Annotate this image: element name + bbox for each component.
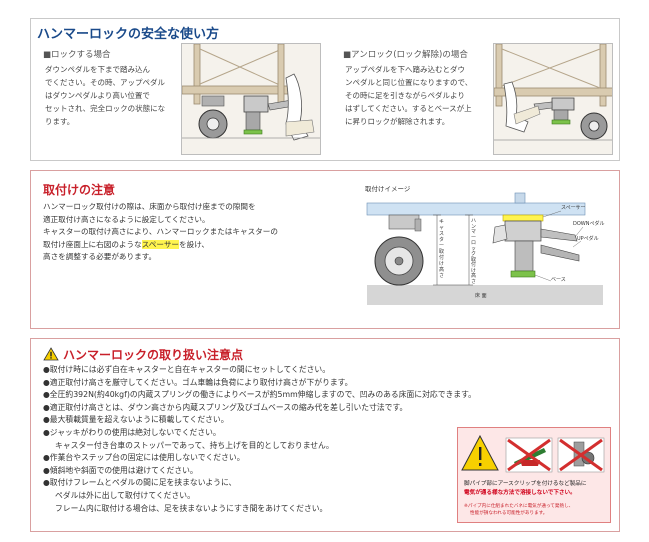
handling-list: ●取付け時には必ず自在キャスターと自在キャスターの間にセットしてください。 ●適… xyxy=(43,364,476,515)
text-line: ダウンペダルを下まで踏み込ん xyxy=(45,65,150,74)
text-segment: 取付け座面上に右図のような xyxy=(43,239,142,249)
list-item: キャスター付き台車のストッパーであって、持ち上げを目的としておりません。 xyxy=(55,440,334,450)
figure-caption: 取付けイメージ xyxy=(365,185,411,193)
list-item: ペダルは外に出して取付けてください。 xyxy=(55,490,195,500)
safe-use-panel: ハンマーロックの安全な使い方 ■ロックする場合 ダウンペダルを下まで踏み込ん で… xyxy=(30,18,620,161)
text-line: 適正取付け高さになるように設定してください。 xyxy=(43,214,210,224)
unlock-heading: ■アンロック(ロック解除)の場合 xyxy=(343,50,468,60)
text-line: でください。その時、アップペダル xyxy=(45,78,165,87)
text-line: はダウンペダルより高い位置で xyxy=(45,91,150,100)
caster-height-label: キャスター取付け高さ xyxy=(439,219,445,279)
list-item: ●作業台やステップ台の固定には使用しないでください。 xyxy=(43,453,245,463)
up-pedal-label: UPペダル xyxy=(577,236,599,242)
install-note-title: 取付けの注意 xyxy=(43,183,116,197)
list-item: ●傾斜地や斜面での使用は避けてください。 xyxy=(43,465,198,475)
text-line: アップペダルを下へ踏み込むとダウ xyxy=(345,65,465,74)
lock-description: ダウンペダルを下まで踏み込ん でください。その時、アップペダル はダウンペダルよ… xyxy=(45,63,165,128)
spacer-label: スペーサー xyxy=(561,205,586,211)
text-line: 高さを調整する必要があります。 xyxy=(43,252,157,262)
unlock-description: アップペダルを下へ踏み込むとダウ ンペダルと同じ位置になりますので、 その時に足… xyxy=(345,63,472,128)
warning-triangle-icon xyxy=(43,347,59,365)
lock-height-label: ハンマーロック取付け高さ xyxy=(471,218,477,285)
base-label: ベース xyxy=(551,277,566,283)
spacer-highlight: スペーサー xyxy=(141,239,180,249)
text-line: に昇りロックが解除されます。 xyxy=(345,117,450,126)
warning-note-2: 性能が損なわれる可能性があります。 xyxy=(470,511,548,516)
list-item: ●取付けフレームとペダルの間に足を挟まないように、 xyxy=(43,478,237,488)
list-item: ●取付け時には必ず自在キャスターと自在キャスターの間にセットしてください。 xyxy=(43,365,331,374)
handling-panel: ハンマーロックの取り扱い注意点 ●取付け時には必ず自在キャスターと自在キャスター… xyxy=(30,338,620,532)
text-line: ンペダルと同じ位置になりますので、 xyxy=(345,78,473,87)
floor-label: 床 面 xyxy=(475,293,487,299)
lock-illustration xyxy=(181,43,321,155)
warning-line-1: 脚パイプ部にアースクリップを付けるなど製品に xyxy=(464,481,587,487)
list-item: フレーム内に取付ける場合は、足を挟まないようにすき間をあけてください。 xyxy=(55,503,328,513)
welding-warning-box: 脚パイプ部にアースクリップを付けるなど製品に 電気が通る様な方法で溶接しないで下… xyxy=(457,427,611,523)
list-item: ●ジャッキがわりの使用は絶対しないでください。 xyxy=(43,427,221,437)
down-pedal-label: DOWNペダル xyxy=(573,221,605,227)
text-line: キャスターの取付け高さにより、ハンマーロックまたはキャスターの xyxy=(43,227,278,237)
warning-note-1: ※パイプ内に仕組まれたバネに電気が通って発熱し、 xyxy=(464,504,574,509)
list-item: ●適正取付け高さを厳守してください。ゴム車輪は負荷により取付け高さが下がります。 xyxy=(43,377,353,387)
list-item: ●最大積載質量を超えないように積載してください。 xyxy=(43,415,229,425)
text-line: セットされ、完全ロックの状態にな xyxy=(45,104,166,113)
text-line: その時に足を引きながらペダルより xyxy=(345,91,465,100)
text-line: はずしてください。するとベースが上 xyxy=(345,104,472,113)
install-note-panel: 取付けの注意 ハンマーロック取付けの際は、床面から取付け座までの隙間を 適正取付… xyxy=(30,170,620,329)
unlock-illustration xyxy=(493,43,613,155)
lock-heading: ■ロックする場合 xyxy=(43,50,111,60)
text-line: ります。 xyxy=(45,117,75,126)
text-line: 取付け座面上に右図のようなスペーサーを設け、 xyxy=(43,239,278,252)
text-segment: を設け、 xyxy=(179,239,210,249)
text-line: ハンマーロック取付けの際は、床面から取付け座までの隙間を xyxy=(43,202,256,211)
list-item: ●全圧約392N(約40kgf)の内蔵スプリングの働きによりベースが約5mm伸縮… xyxy=(43,390,476,400)
install-figure: 取付けイメージ xyxy=(365,185,605,309)
list-item: ●適正取付け高さとは、ダウン高さから内蔵スプリング及びゴムベースの縮み代を差し引… xyxy=(43,402,408,412)
install-note-body: ハンマーロック取付けの際は、床面から取付け座までの隙間を 適正取付け高さになるよ… xyxy=(43,201,278,264)
safe-use-title: ハンマーロックの安全な使い方 xyxy=(37,27,220,42)
handling-title: ハンマーロックの取り扱い注意点 xyxy=(63,348,244,362)
warning-line-2: 電気が通る様な方法で溶接しないで下さい。 xyxy=(464,490,576,496)
